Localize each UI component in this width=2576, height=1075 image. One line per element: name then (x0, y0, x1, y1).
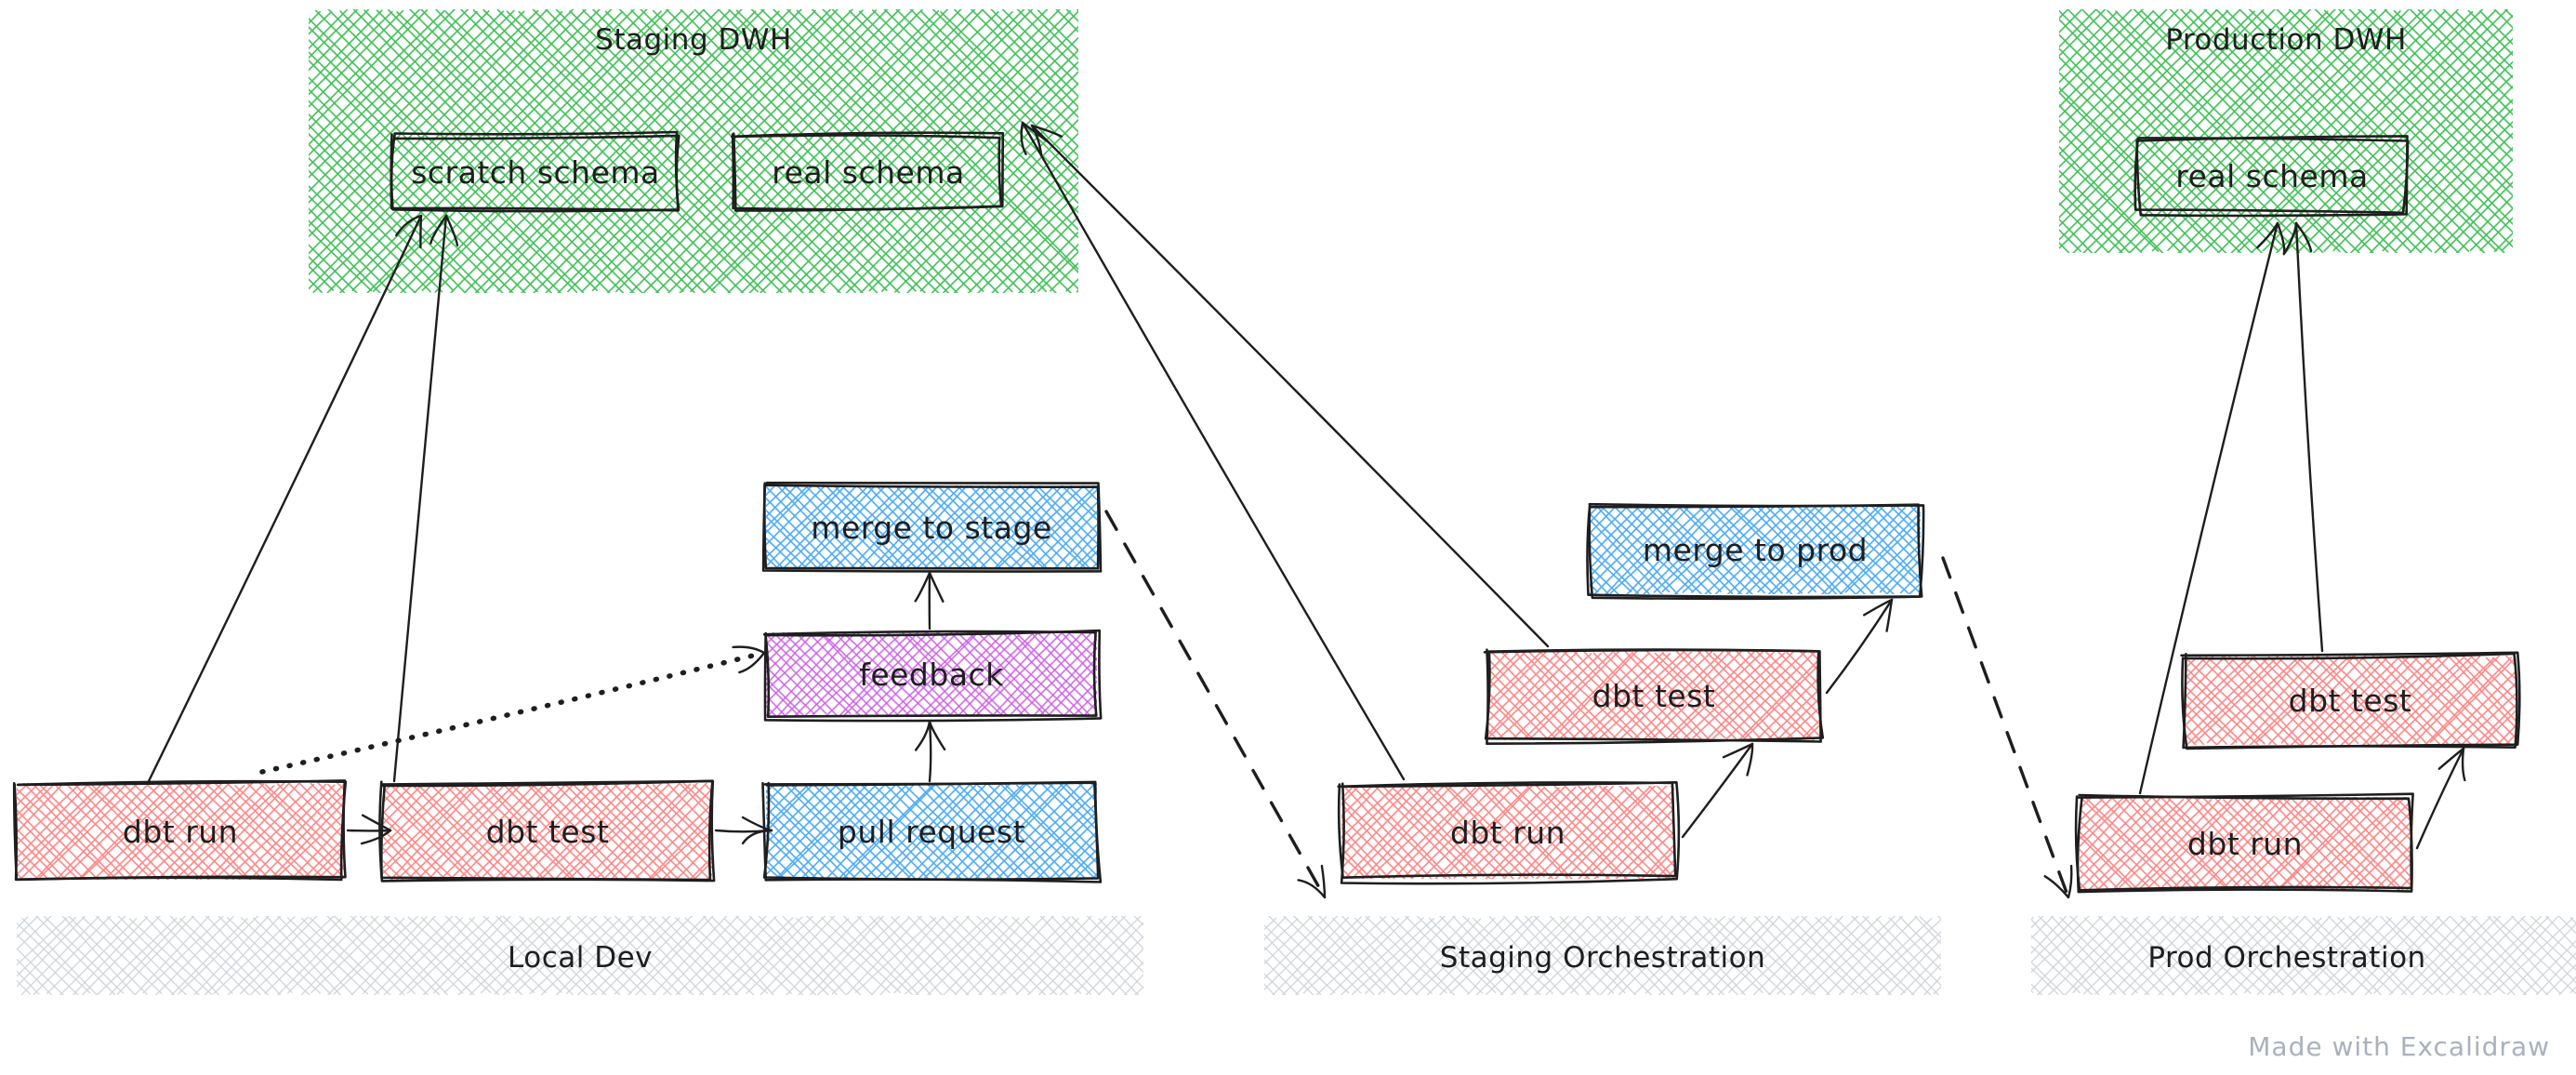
node-merge-to-prod[interactable] (1498, 502, 2089, 601)
node-prod-real[interactable] (2133, 135, 2410, 218)
edge-e-stgrun-realstg (1020, 121, 1406, 781)
excalidraw-watermark: Made with Excalidraw (2248, 1031, 2550, 1062)
edge-e-pr-feedback (914, 720, 946, 783)
node-feedback[interactable] (681, 629, 1259, 723)
edge-e-mergestage-stgrun (1104, 510, 1327, 899)
zone-local-dev (17, 916, 1143, 995)
edge-e-prodtest-prodreal (2283, 221, 2324, 653)
edge-e-localtest-scratch (392, 214, 459, 783)
node-stg-dbt-run[interactable] (1249, 781, 1851, 885)
edge-e-stgrun-stgtest (1681, 742, 1754, 839)
zone-production-dwh (2059, 9, 2513, 253)
nodes-layer (0, 130, 2576, 894)
node-merge-to-stage[interactable] (681, 481, 1259, 573)
edge-e-prodrun-prodreal (2138, 221, 2286, 795)
edge-e-localrun-localtest (346, 814, 392, 845)
edge-e-localrun-scratch (147, 214, 423, 783)
zone-prod-orch (2031, 916, 2576, 995)
node-local-dbt-run[interactable] (0, 779, 528, 883)
edge-e-localrun-feedback (259, 645, 767, 775)
edge-e-stgtest-realstg (1030, 124, 1550, 648)
zone-staging-dwh (309, 9, 1078, 293)
zone-staging-orch (1264, 916, 1941, 995)
node-pull-request[interactable] (670, 780, 1288, 883)
node-stg-dbt-test[interactable] (1395, 648, 1990, 745)
node-scratch-schema[interactable] (390, 130, 680, 213)
node-local-dbt-test[interactable] (288, 779, 904, 883)
node-prod-dbt-test[interactable] (2096, 651, 2576, 750)
edge-e-stgtest-mergeprod (1825, 598, 1894, 695)
edge-e-localtest-pr (714, 816, 773, 845)
edge-e-mergeprod-prodrun (1941, 556, 2073, 899)
edge-e-prodrun-prodtest (2415, 747, 2466, 850)
node-prod-dbt-run[interactable] (1988, 792, 2576, 894)
edges-layer (147, 121, 2466, 899)
edge-e-feedback-merge (914, 571, 945, 630)
node-staging-real[interactable] (730, 131, 1005, 212)
